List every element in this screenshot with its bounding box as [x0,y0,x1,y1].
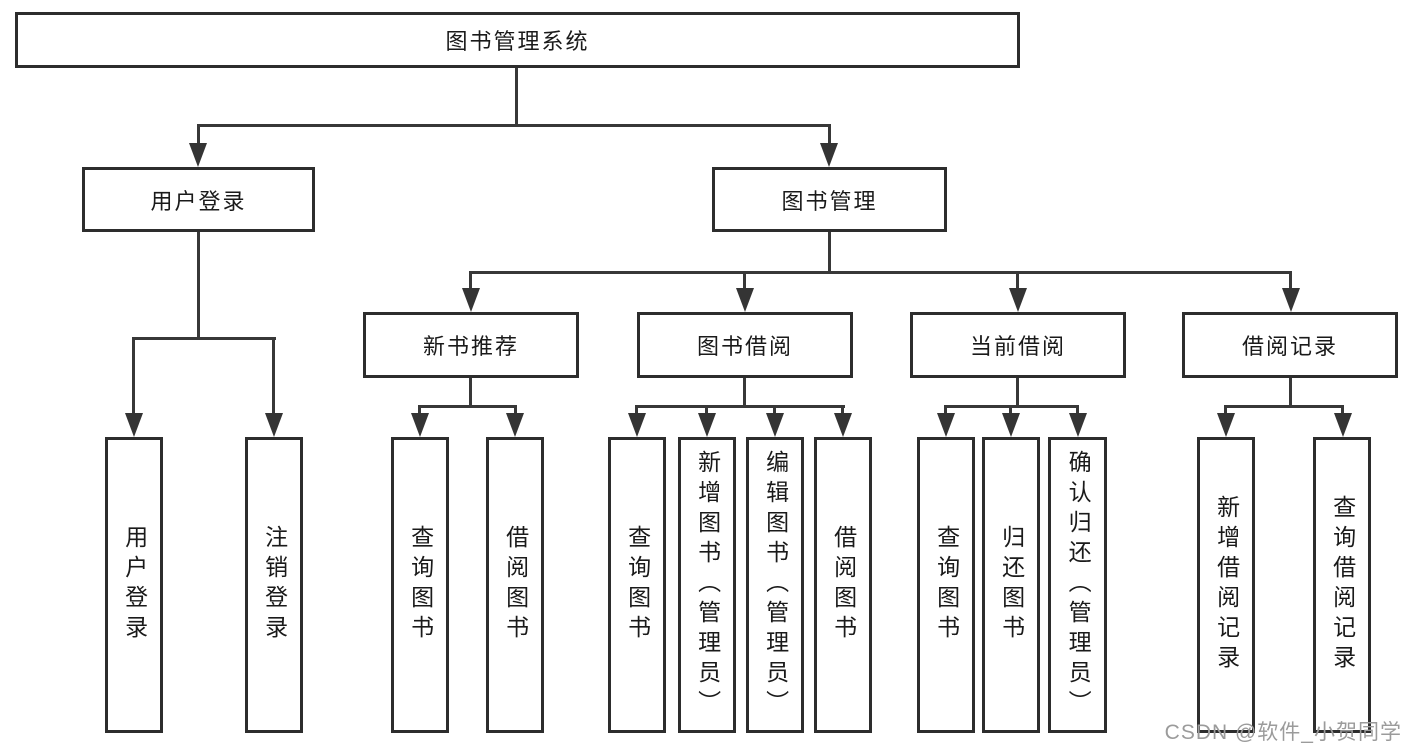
leaf-query-borrow-record-label: 查询借阅记录 [1329,495,1356,675]
leaf-borrow-books-recommend: 借阅图书 [486,437,544,733]
connector-arrowhead [411,413,429,437]
connector-arrowhead [1334,413,1352,437]
node-borrowing-records: 借阅记录 [1182,312,1398,378]
connector-segment [1224,405,1344,408]
node-book-borrowing: 图书借阅 [637,312,853,378]
connector-segment [1016,271,1019,293]
connector-segment [132,337,276,340]
connector-arrowhead [628,413,646,437]
connector-segment [197,124,200,152]
connector-arrowhead [125,413,143,437]
connector-segment [743,271,746,293]
connector-segment [197,124,831,127]
node-current-borrowing-label: 当前借阅 [969,334,1066,359]
connector-arrowhead [1282,288,1300,312]
connector-arrowhead [820,143,838,167]
connector-segment [515,68,518,126]
node-library-system: 图书管理系统 [15,12,1020,68]
leaf-query-books-recommend-label: 查询图书 [407,525,434,645]
connector-segment [272,337,275,422]
leaf-add-book-admin: 新增图书（管理员） [678,437,736,733]
node-borrowing-records-label: 借阅记录 [1241,334,1338,359]
connector-segment [1289,271,1292,293]
node-book-management: 图书管理 [712,167,947,232]
leaf-logout: 注销登录 [245,437,303,733]
leaf-query-books-current-label: 查询图书 [933,525,960,645]
connector-arrowhead [937,413,955,437]
connector-segment [132,337,135,422]
node-book-borrowing-label: 图书借阅 [696,334,793,359]
connector-arrowhead [1002,413,1020,437]
leaf-borrow-books-recommend-label: 借阅图书 [502,525,529,645]
node-new-book-recommendation-label: 新书推荐 [422,334,519,359]
connector-arrowhead [1217,413,1235,437]
connector-segment [828,124,831,152]
connector-segment [635,405,845,408]
connector-arrowhead [189,143,207,167]
leaf-confirm-return-admin: 确认归还（管理员） [1048,437,1107,733]
leaf-query-books-recommend: 查询图书 [391,437,449,733]
node-new-book-recommendation: 新书推荐 [363,312,579,378]
connector-segment [418,405,517,408]
connector-segment [1016,378,1019,408]
leaf-add-book-admin-label: 新增图书（管理员） [694,450,721,720]
node-user-login: 用户登录 [82,167,315,232]
leaf-edit-book-admin-label: 编辑图书（管理员） [762,450,789,720]
connector-segment [469,271,1292,274]
leaf-user-login-label: 用户登录 [121,525,148,645]
leaf-query-borrow-record: 查询借阅记录 [1313,437,1371,733]
leaf-query-books-borrowing: 查询图书 [608,437,666,733]
leaf-query-books-borrowing-label: 查询图书 [624,525,651,645]
connector-segment [1289,378,1292,408]
connector-segment [743,378,746,408]
connector-arrowhead [1009,288,1027,312]
leaf-user-login: 用户登录 [105,437,163,733]
connector-arrowhead [506,413,524,437]
leaf-query-books-current: 查询图书 [917,437,975,733]
node-user-login-label: 用户登录 [150,188,247,214]
node-book-management-label: 图书管理 [781,188,878,214]
leaf-edit-book-admin: 编辑图书（管理员） [746,437,804,733]
connector-arrowhead [736,288,754,312]
connector-arrowhead [698,413,716,437]
node-current-borrowing: 当前借阅 [910,312,1126,378]
connector-segment [197,232,200,340]
leaf-borrow-books-borrowing-label: 借阅图书 [830,525,857,645]
connector-arrowhead [1069,413,1087,437]
connector-segment [469,271,472,293]
leaf-return-book: 归还图书 [982,437,1040,733]
node-library-system-label: 图书管理系统 [445,29,590,54]
leaf-add-borrow-record: 新增借阅记录 [1197,437,1255,733]
connector-segment [828,232,831,274]
connector-arrowhead [834,413,852,437]
connector-arrowhead [766,413,784,437]
connector-segment [469,378,472,408]
leaf-logout-label: 注销登录 [261,525,288,645]
connector-arrowhead [462,288,480,312]
watermark: CSDN @软件_小贺同学 [1164,721,1402,744]
leaf-return-book-label: 归还图书 [998,525,1025,645]
leaf-borrow-books-borrowing: 借阅图书 [814,437,872,733]
leaf-add-borrow-record-label: 新增借阅记录 [1213,495,1240,675]
connector-arrowhead [265,413,283,437]
leaf-confirm-return-admin-label: 确认归还（管理员） [1065,450,1092,720]
